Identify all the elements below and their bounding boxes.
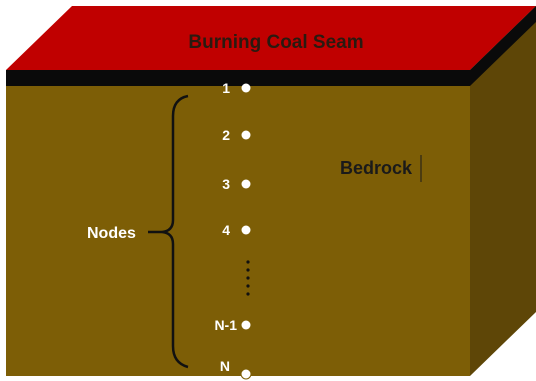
node-label-n-minus-1: N-1 — [214, 317, 237, 333]
node-point-2 — [241, 130, 251, 140]
block-side-face — [470, 6, 536, 376]
seam-band-front — [6, 70, 470, 86]
node-point-n-minus-1 — [241, 320, 251, 330]
seam-band-side — [470, 6, 536, 86]
node-label-3: 3 — [222, 176, 230, 192]
node-ellipsis — [246, 260, 250, 296]
coal-seam-title: Burning Coal Seam — [188, 32, 363, 53]
bedrock-front-face — [6, 86, 470, 376]
node-point-n — [240, 368, 252, 380]
node-point-1 — [241, 83, 251, 93]
node-label-n: N — [220, 358, 230, 374]
node-point-4 — [241, 225, 251, 235]
nodes-label: Nodes — [87, 225, 136, 242]
node-label-1: 1 — [222, 80, 230, 96]
node-label-2: 2 — [222, 127, 230, 143]
bedrock-label: Bedrock — [340, 158, 413, 178]
node-point-3 — [241, 179, 251, 189]
node-label-4: 4 — [222, 222, 230, 238]
coal-seam-top-face — [6, 6, 536, 70]
